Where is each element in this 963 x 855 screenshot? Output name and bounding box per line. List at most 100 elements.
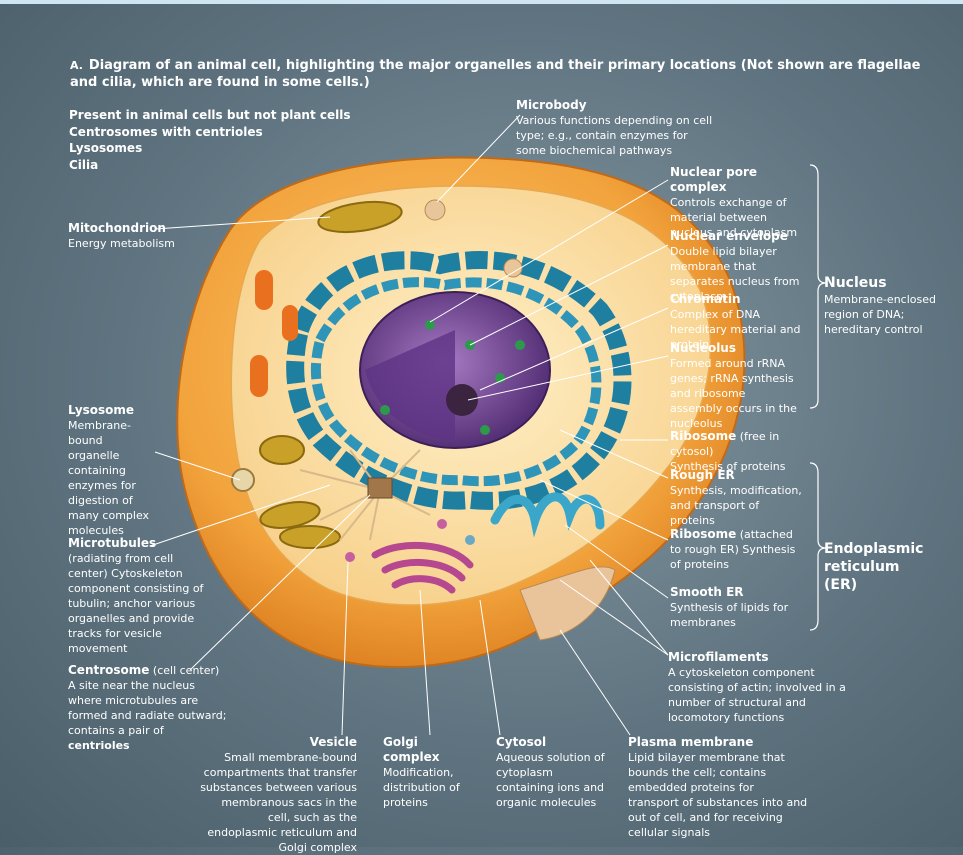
nucleus-bracket (809, 164, 827, 409)
nuclear-pore-name: Nuclear pore complex (670, 165, 758, 194)
nucleus-group-desc: Membrane-enclosed region of DNA; heredit… (824, 293, 936, 336)
smooth-er-desc: Synthesis of lipids for membranes (670, 601, 789, 629)
nucleus-group-name: Nucleus (824, 275, 887, 291)
vesicle-shape (465, 535, 475, 545)
label-ribosome-free: Ribosome (free in cytosol) Synthesis of … (670, 429, 815, 474)
label-smooth-er: Smooth ER Synthesis of lipids for membra… (670, 585, 805, 630)
centrosome-name: Centrosome (68, 663, 150, 677)
label-microtubules: Microtubules (radiating from cell center… (68, 536, 208, 656)
leader-lines (149, 114, 669, 736)
organelle-shape (255, 270, 273, 310)
caption-text: Diagram of an animal cell, highlighting … (70, 58, 921, 90)
nucleolus-shape (446, 384, 478, 416)
microbody-name: Microbody (516, 98, 587, 112)
rough-er-inner (310, 277, 602, 487)
group-nucleus: Nucleus Membrane-enclosed region of DNA;… (824, 274, 939, 337)
ribosome-free-qualifier: (free in cytosol) (670, 430, 780, 458)
centrosome-desc-bold: centrioles (68, 739, 130, 752)
microbody-shape (503, 258, 523, 278)
vesicle-name: Vesicle (309, 735, 357, 749)
pore (425, 320, 435, 330)
label-rough-er: Rough ER Synthesis, modification, and tr… (670, 468, 805, 528)
vesicle-shape (345, 552, 355, 562)
nucleolus-desc: Formed around rRNA genes; rRNA synthesis… (670, 357, 797, 430)
smooth-er-shape (490, 492, 605, 538)
figure-caption: A.Diagram of an animal cell, highlightin… (70, 57, 930, 91)
microtubules-desc: (radiating from cell center) Cytoskeleto… (68, 552, 204, 655)
er-group-name: Endoplasmic reticulum (ER) (824, 541, 924, 593)
plasma-membrane-desc: Lipid bilayer membrane that bounds the c… (628, 751, 808, 839)
smooth-er-name: Smooth ER (670, 585, 744, 599)
centrosome-qualifier: (cell center) (152, 664, 220, 677)
chromatin-desc: Complex of DNA hereditary material and p… (670, 308, 801, 351)
centrosome-shape (367, 477, 393, 499)
pore (480, 425, 490, 435)
ribosome-attached-name: Ribosome (670, 527, 737, 541)
nuclear-envelope-desc: Double lipid bilayer membrane that separ… (670, 245, 800, 303)
animal-only-list: Present in animal cells but not plant ce… (69, 107, 369, 173)
rough-er-shape (286, 251, 632, 510)
microfilaments-desc: A cytoskeleton component consisting of a… (668, 666, 846, 724)
microtubules-name: Microtubules (68, 536, 157, 550)
animal-only-item: Centrosomes with centrioles (69, 124, 263, 139)
animal-only-heading: Present in animal cells but not plant ce… (69, 108, 351, 122)
animal-only-item: Cilia (69, 157, 99, 172)
label-nuclear-envelope: Nuclear envelope Double lipid bilayer me… (670, 229, 805, 304)
plasma-membrane-name: Plasma membrane (628, 735, 754, 749)
label-golgi: Golgi complex Modification, distribution… (383, 735, 478, 810)
golgi-desc: Modification, distribution of proteins (383, 766, 460, 809)
label-centrosome: Centrosome (cell center) A site near the… (68, 663, 228, 753)
nucleolus-name: Nucleolus (670, 341, 736, 355)
lysosome-shape (231, 468, 255, 492)
vesicle-desc: Small membrane-bound compartments that t… (200, 751, 357, 854)
label-lysosome: Lysosome Membrane-bound organelle contai… (68, 403, 156, 538)
nucleus-cut (365, 330, 455, 440)
mitochondrion-name: Mitochondrion (68, 221, 166, 235)
microbody-shape (424, 199, 446, 221)
nuclear-pore-desc: Controls exchange of material between nu… (670, 196, 798, 239)
er-bracket (809, 462, 827, 631)
label-ribosome-attached: Ribosome (attached to rough ER) Synthesi… (670, 527, 805, 572)
label-mitochondrion: Mitochondrion Energy metabolism (68, 221, 248, 251)
ribosome-free-desc: Synthesis of proteins (670, 460, 786, 473)
mitochondrion-shape (259, 501, 321, 529)
centrosome-desc: A site near the nucleus where microtubul… (68, 678, 228, 753)
cytosol-desc: Aqueous solution of cytoplasm containing… (496, 751, 605, 809)
mitochondrion-desc: Energy metabolism (68, 237, 175, 250)
lysosome-name: Lysosome (68, 403, 135, 417)
golgi-shape (371, 541, 474, 594)
cytosol-name: Cytosol (496, 735, 547, 749)
mitochondrion-shape (317, 200, 403, 234)
vesicle-shape (437, 519, 447, 529)
ribosome-attached-qualifier: (attached to rough ER) Synthesis of prot… (670, 528, 796, 571)
microbody-desc: Various functions depending on cell type… (516, 114, 713, 157)
pore (380, 405, 390, 415)
label-microbody: Microbody Various functions depending on… (516, 98, 716, 158)
top-border (0, 0, 963, 4)
pore (515, 340, 525, 350)
organelle-shape (250, 355, 268, 397)
animal-only-item: Lysosomes (69, 141, 143, 155)
label-chromatin: Chromatin Complex of DNA hereditary mate… (670, 292, 815, 352)
rough-er-name: Rough ER (670, 468, 735, 482)
group-er: Endoplasmic reticulum (ER) (824, 540, 934, 594)
label-cytosol: Cytosol Aqueous solution of cytoplasm co… (496, 735, 614, 810)
golgi-name: Golgi complex (383, 735, 440, 764)
chromatin-name: Chromatin (670, 292, 741, 306)
label-nuclear-pore: Nuclear pore complex Controls exchange o… (670, 165, 805, 240)
nuclear-envelope-name: Nuclear envelope (670, 229, 788, 243)
mitochondrion-shape (259, 435, 305, 465)
label-vesicle: Vesicle Small membrane-bound compartment… (200, 735, 357, 855)
microfilaments-name: Microfilaments (668, 650, 769, 664)
lysosome-desc: Membrane-bound organelle containing enzy… (68, 419, 150, 537)
label-nucleolus: Nucleolus Formed around rRNA genes; rRNA… (670, 341, 800, 431)
organelle-shape (282, 305, 298, 341)
label-microfilaments: Microfilaments A cytoskeleton component … (668, 650, 868, 725)
caption-letter: A. (70, 59, 83, 72)
rough-er-desc: Synthesis, modification, and transport o… (670, 484, 802, 527)
centrosome-desc-text: A site near the nucleus where microtubul… (68, 679, 227, 737)
mitochondrion-shape (279, 525, 341, 549)
label-plasma-membrane: Plasma membrane Lipid bilayer membrane t… (628, 735, 808, 840)
ribosome-free-name: Ribosome (670, 429, 737, 443)
